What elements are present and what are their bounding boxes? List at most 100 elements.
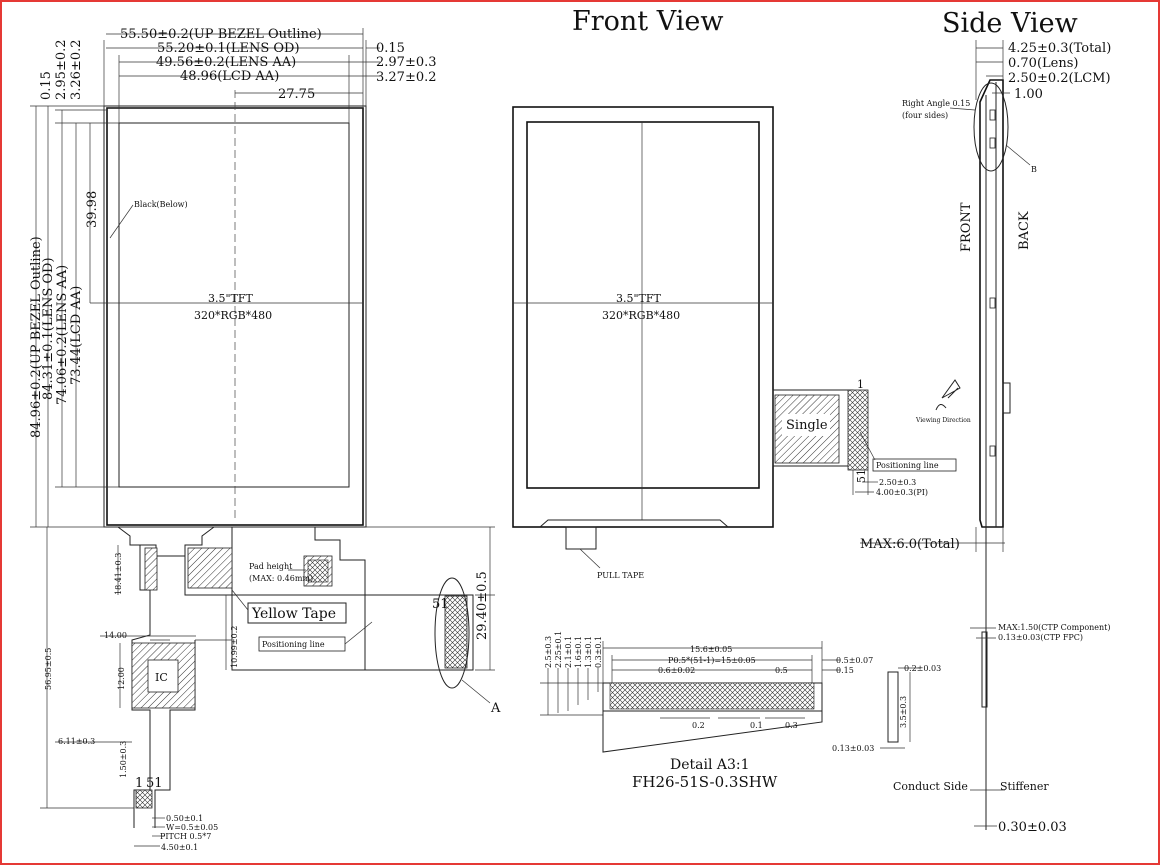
positioning-line-label-left: Positioning line [262, 640, 325, 649]
detail-a: 15.6±0.05 P0.5*(51-1)=15±0.05 0.6±0.02 0… [540, 631, 941, 791]
detail-dim-156: 15.6±0.05 [690, 645, 732, 654]
side-dim-100: 1.00 [1014, 87, 1043, 102]
max-total-label: MAX:6.0(Total) [860, 537, 960, 552]
detail-a-label: A [490, 701, 501, 716]
detail-v-03: 0.3±0.1 [594, 636, 603, 668]
front-connector-pins [847, 389, 869, 471]
fpc-pin-51: 51 [146, 776, 163, 791]
detail-dim-35: 3.5±0.3 [899, 696, 908, 728]
detail-dim-02r: 0.2±0.03 [904, 664, 941, 673]
pull-tape-tab [565, 526, 597, 550]
front-aa [526, 121, 760, 489]
dim-v-295: 2.95±0.2 [54, 39, 69, 100]
dim-right-327: 3.27±0.2 [376, 70, 437, 85]
detail-dim-05b: 0.5±0.07 [836, 656, 873, 665]
ic-label: IC [155, 671, 168, 684]
yellow-tape-label: Yellow Tape [251, 606, 336, 622]
dim-1841: 18.41±0.3 [114, 553, 123, 595]
fpc-top-outline [117, 526, 215, 557]
detail-v-21: 2.1±0.1 [564, 636, 573, 668]
detail-b-label: B [1031, 165, 1037, 174]
detail-v-16: 1.6±0.1 [574, 636, 583, 668]
side-view-title: Side View [942, 8, 1078, 39]
side-dim-total: 4.25±0.3(Total) [1008, 41, 1111, 56]
ctp-fpc-label: 0.13±0.03(CTP FPC) [998, 633, 1083, 642]
dim-450: 4.50±0.1 [161, 843, 198, 852]
dim-pitch: PITCH 0.5*7 [160, 832, 211, 841]
side-profile-outer [979, 79, 1004, 528]
dim-bezel-width: 55.50±0.2(UP BEZEL Outline) [120, 27, 322, 42]
front-outline [512, 106, 774, 528]
right-angle-label: Right Angle 0.15 [902, 99, 970, 108]
dim-1400: 14.00 [104, 631, 127, 640]
dim-2940: 29.40±0.5 [475, 571, 490, 640]
lcd-aa-outline [118, 122, 350, 488]
dim-lens-aa: 49.56±0.2(LENS AA) [156, 55, 296, 70]
dim-5695: 56.95±0.5 [44, 648, 53, 690]
dim-v-3998: 39.98 [85, 191, 100, 228]
black-below-label: Black(Below) [134, 200, 188, 209]
right-angle-sides: (four sides) [902, 111, 948, 120]
side-dim-lcm: 2.50±0.2(LCM) [1008, 71, 1111, 86]
detail-v-225: 2.25±0.1 [554, 631, 563, 668]
max-ctp-label: MAX:1.50(CTP Component) [998, 623, 1111, 632]
hatch-left [144, 547, 158, 591]
viewing-direction-label: Viewing Direction [915, 417, 971, 424]
side-dim-030: 0.30±0.03 [998, 820, 1067, 835]
dim-right-015: 0.15 [376, 41, 405, 56]
detail-part-number: FH26-51S-0.3SHW [632, 773, 778, 791]
dim-v-7406: 74.06±0.2(LENS AA) [55, 265, 70, 405]
fpc-right-outline [314, 527, 366, 595]
dim-v-326: 3.26±0.2 [69, 39, 84, 100]
left-view: 55.50±0.2(UP BEZEL Outline) 55.20±0.1(LE… [29, 27, 501, 852]
left-tft-resolution: 320*RGB*480 [194, 309, 272, 322]
detail-connector-base [602, 711, 823, 753]
detail-title: Detail A3:1 [670, 757, 750, 773]
detail-dim-p05: P0.5*(51-1)=15±0.05 [668, 656, 756, 665]
pad-height-max: (MAX: 0.46mm) [249, 574, 313, 583]
front-tft-resolution: 320*RGB*480 [602, 309, 680, 322]
dim-right-297: 2.97±0.3 [376, 55, 437, 70]
detail-dim-013: 0.13±0.03 [832, 744, 874, 753]
front-label: FRONT [959, 202, 974, 252]
connector-pins [444, 595, 468, 669]
detail-dim-01: 0.1 [750, 721, 763, 730]
fpc-connector-end [364, 594, 474, 671]
dim-front-250: 2.50±0.3 [879, 478, 916, 487]
detail-dim-06: 0.6±0.02 [658, 666, 695, 675]
dim-150: 1.50±0.3 [119, 741, 128, 778]
front-view-title: Front View [572, 6, 723, 37]
dim-w: W=0.5±0.05 [166, 823, 218, 832]
front-pin-1: 1 [857, 378, 864, 391]
dim-center: 27.75 [278, 87, 315, 102]
positioning-line-box-front [872, 458, 957, 472]
left-tft-size: 3.5"TFT [208, 292, 254, 305]
detail-dim-02: 0.2 [692, 721, 705, 730]
side-ctp-fpc [981, 631, 988, 708]
yellow-tape-box [247, 602, 347, 624]
dim-lcd-aa: 48.96(LCD AA) [180, 69, 279, 84]
dim-v-7344: 73.44(LCD AA) [69, 286, 84, 385]
detail-connector-pins [609, 682, 815, 710]
conduct-side-label: Conduct Side [893, 780, 968, 793]
front-view: 3.5"TFT 320*RGB*480 PULL TAPE Single 1 5… [512, 106, 957, 580]
detail-dim-015: 0.15 [836, 666, 854, 675]
front-pin-51: 51 [855, 469, 868, 483]
detail-dim-05a: 0.5 [775, 666, 788, 675]
dim-1099: 10.99±0.2 [230, 626, 239, 668]
side-dim-lens: 0.70(Lens) [1008, 56, 1078, 71]
detail-side-profile [887, 671, 899, 743]
side-view: B 4.25±0.3(Total) 0.70(Lens) 2.50±0.2(LC… [860, 40, 1111, 835]
viewing-direction-arrow-icon [941, 379, 961, 399]
fpc-tail-pins [135, 789, 153, 809]
positioning-line-label-front: Positioning line [876, 461, 939, 470]
dim-v-8496: 84.96±0.2(UP BEZEL Outline) [29, 236, 44, 438]
dim-front-400: 4.00±0.3(PI) [876, 488, 928, 497]
single-label: Single [786, 418, 828, 433]
left-pin-51: 51 [432, 597, 449, 612]
dim-611: 6.11±0.3 [58, 737, 95, 746]
dim-050: 0.50±0.1 [166, 814, 203, 823]
hatch-right [187, 547, 233, 589]
